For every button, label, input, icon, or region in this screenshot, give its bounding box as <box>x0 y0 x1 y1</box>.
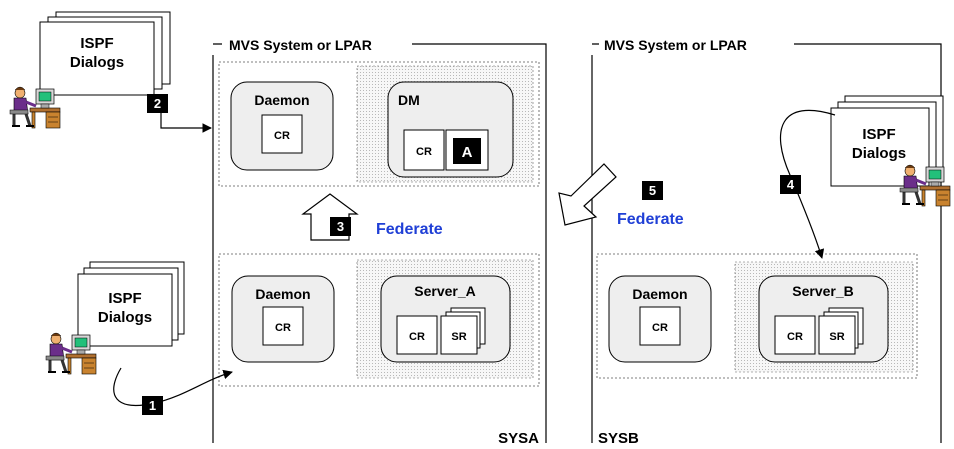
step-number: 2 <box>154 96 161 111</box>
daemon-title: Daemon <box>255 286 310 302</box>
ispf-dialogs-bottom-left: ISPF Dialogs <box>77 261 185 347</box>
step-number: 3 <box>337 219 344 234</box>
federate-label-sysb: Federate <box>617 211 684 228</box>
server-b-cr: CR <box>787 331 803 343</box>
sysa-top-daemon: Daemon CR <box>230 81 334 171</box>
sysb-system-title: MVS System or LPAR <box>604 37 747 53</box>
sysa-system-name: SYSA <box>498 430 539 447</box>
step-4-badge: 4 <box>780 175 801 194</box>
step-3-badge: 3 <box>330 217 351 236</box>
sysa-bottom-daemon: Daemon CR <box>231 275 335 363</box>
federate-arrow-sysb <box>558 163 617 226</box>
server-b-title: Server_B <box>792 283 854 299</box>
sysb-system-name: SYSB <box>598 430 639 447</box>
sysa-top-group: Daemon CR DM CR A <box>218 61 540 187</box>
step-number: 1 <box>149 398 156 413</box>
ispf-dialogs-text-line2: Dialogs <box>852 145 906 162</box>
dm-cr: CR <box>416 146 432 158</box>
server-a-title: Server_A <box>414 283 476 299</box>
step-1-badge: 1 <box>142 396 163 415</box>
ispf-dialogs-text: ISPF <box>108 290 141 307</box>
sysa-bottom-group: Daemon CR Server_A CR SR <box>218 253 540 387</box>
sysa-dm: DM CR A <box>387 81 514 178</box>
server-a-sr: SR <box>451 331 466 343</box>
dm-a-badge: A <box>462 144 473 161</box>
ispf-dialogs-text: ISPF <box>80 35 113 52</box>
daemon-title: Daemon <box>254 92 309 108</box>
sysb-frame: MVS System or LPAR SYSB <box>591 37 942 447</box>
sysa-frame: MVS System or LPAR SYSA <box>212 37 547 447</box>
ispf-dialogs-label: ISPF Dialogs <box>98 290 152 326</box>
arrow-step-2 <box>160 96 212 133</box>
sysb-daemon: Daemon CR <box>608 275 712 363</box>
step-5-badge: 5 <box>642 181 663 200</box>
ispf-dialogs-top-left: ISPF Dialogs <box>39 11 171 96</box>
ispf-dialogs-text-line2: Dialogs <box>98 309 152 326</box>
step-number: 4 <box>787 177 795 192</box>
arrow-step-4 <box>779 109 836 259</box>
ispf-dialogs-label: ISPF Dialogs <box>70 35 124 71</box>
daemon-cr: CR <box>652 322 668 334</box>
person-at-computer-icon <box>8 85 62 130</box>
sysb-group: Daemon CR Server_B CR SR <box>596 253 918 379</box>
daemon-cr: CR <box>274 130 290 142</box>
server-b-sr: SR <box>829 331 844 343</box>
server-a-cr: CR <box>409 331 425 343</box>
server-a: Server_A CR SR <box>380 275 511 363</box>
federate-label-sysa: Federate <box>376 221 443 238</box>
ispf-dialogs-label: ISPF Dialogs <box>852 126 906 162</box>
ispf-dialogs-text: ISPF <box>862 126 895 143</box>
person-at-computer-icon <box>44 331 98 376</box>
server-b: Server_B CR SR <box>758 275 889 363</box>
dm-title: DM <box>398 92 420 108</box>
arrow-step-1 <box>113 367 233 407</box>
step-2-badge: 2 <box>147 94 168 113</box>
daemon-cr: CR <box>275 322 291 334</box>
daemon-title: Daemon <box>632 286 687 302</box>
step-number: 5 <box>649 183 656 198</box>
ispf-dialogs-text-line2: Dialogs <box>70 54 124 71</box>
sysa-system-title: MVS System or LPAR <box>229 37 372 53</box>
